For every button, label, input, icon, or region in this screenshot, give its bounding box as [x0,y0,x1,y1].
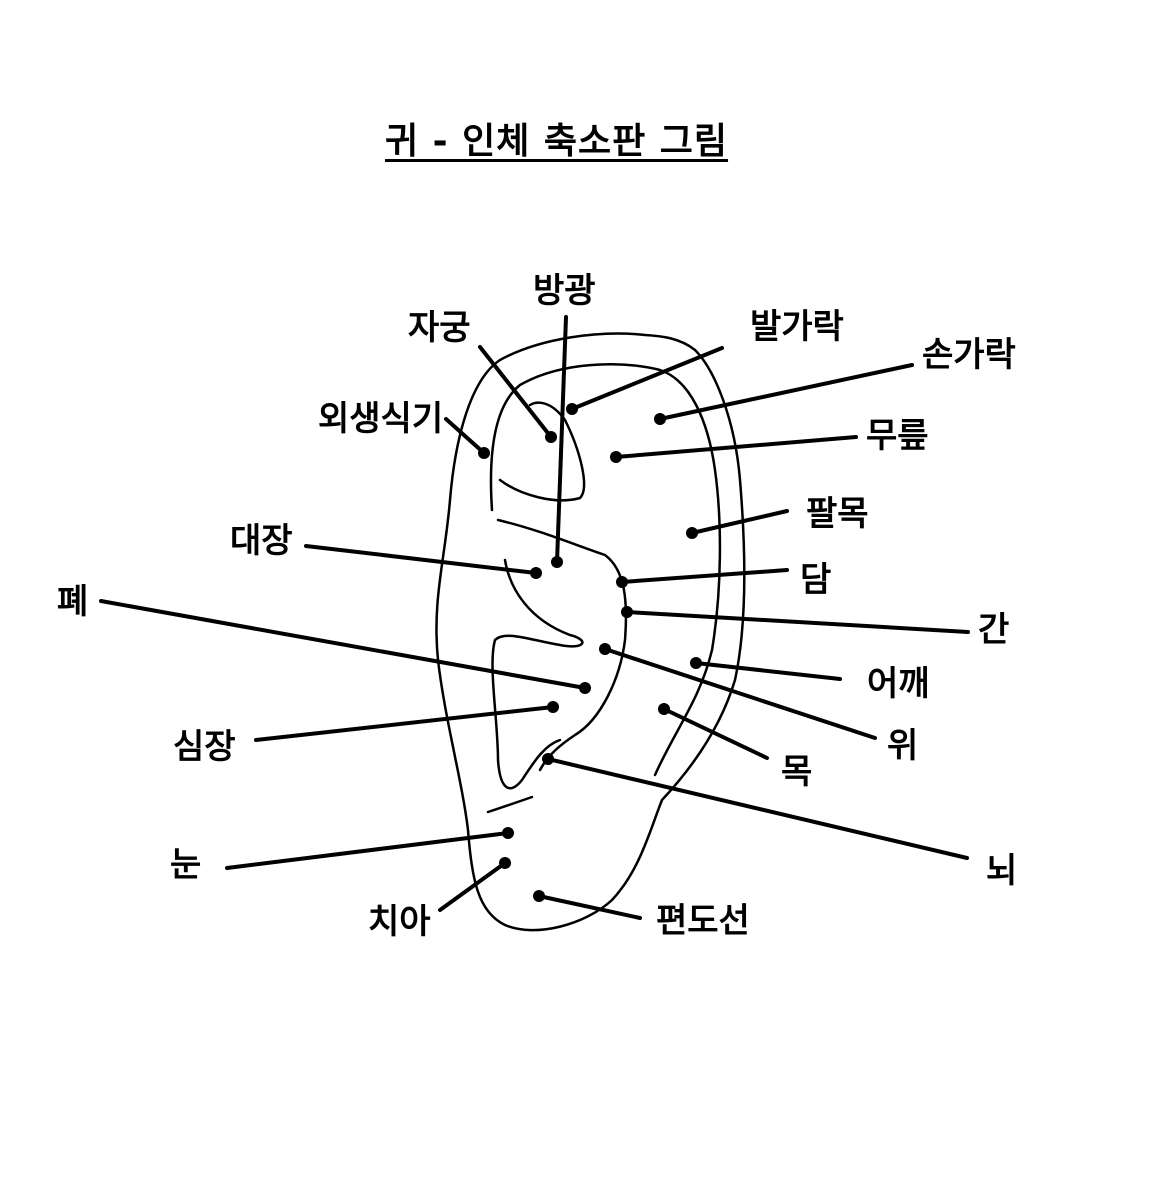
label-brain: 뇌 [986,851,1018,891]
label-eye: 눈 [170,845,202,885]
ear-upper-fossa [498,401,586,502]
label-wrist: 팔목 [806,494,869,534]
point-heart [547,701,559,713]
leader-genitals [444,417,486,455]
leader-toes [570,346,724,411]
label-lung: 폐 [57,582,89,622]
leader-lung [99,599,587,690]
label-neck: 목 [781,752,813,792]
point-shoulder [690,657,702,669]
label-intestine: 대장 [230,521,293,561]
point-lung [579,682,591,694]
label-teeth: 치아 [368,902,431,942]
label-stomach: 위 [887,726,919,766]
point-teeth [499,857,511,869]
point-knee [610,451,622,463]
label-toes: 발가락 [750,307,844,347]
point-wrist [686,527,698,539]
label-liver: 간 [978,610,1010,650]
ear-concha [491,558,584,790]
point-toes [566,403,578,415]
label-genitals: 외생식기 [318,399,444,439]
leader-fingers [658,363,914,421]
point-tonsil [533,890,545,902]
point-neck [658,703,670,715]
ear-helix-rim [489,363,722,777]
leader-neck [662,707,769,760]
point-genitals [478,447,490,459]
label-bladder: 방광 [533,271,596,311]
point-uterus [545,431,557,443]
point-fingers [654,413,666,425]
leader-bladder [555,315,568,564]
point-intestine [530,567,542,579]
leader-intestine [304,544,538,575]
leader-uterus [478,345,553,439]
leader-wrist [690,509,789,535]
point-eye [502,827,514,839]
ear-outer-contour [435,332,746,932]
label-knee: 무릎 [866,416,929,456]
leader-stomach [603,647,877,740]
leader-shoulder [694,661,842,681]
page-title: 귀 - 인체 축소판 그림 [385,121,729,162]
point-stomach [599,643,611,655]
label-gallbladder: 담 [800,560,832,600]
point-gallbladder [616,576,628,588]
label-heart: 심장 [173,727,236,767]
ear-lobe-crease [486,795,534,814]
leader-knee [614,435,858,459]
leader-liver [625,610,970,634]
leader-heart [254,705,555,742]
label-tonsil: 편도선 [656,901,750,941]
leader-eye [225,831,510,870]
label-shoulder: 어깨 [867,664,930,704]
leader-gallbladder [620,568,789,584]
leader-tonsil [537,894,642,920]
point-brain [542,753,554,765]
ear-antihelix [496,518,628,772]
label-uterus: 자궁 [408,308,471,348]
label-fingers: 손가락 [922,335,1016,375]
leader-brain [546,757,969,860]
leader-teeth [438,861,507,912]
point-bladder [551,556,563,568]
point-liver [621,606,633,618]
